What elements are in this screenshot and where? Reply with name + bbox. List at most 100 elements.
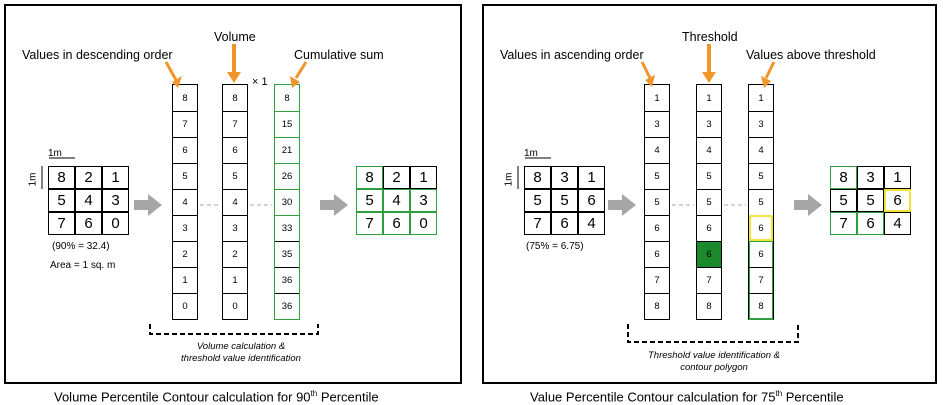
grid-cell: 6: [75, 212, 102, 235]
column-cell: 5: [697, 163, 721, 189]
grid-cell: 4: [383, 189, 410, 212]
grid-cell: 5: [356, 189, 383, 212]
column-cell: 6: [173, 137, 197, 163]
column-cell: 0: [173, 293, 197, 319]
column-cell: 2: [173, 241, 197, 267]
column-cell: 36: [275, 293, 299, 319]
column-cell: 26: [275, 163, 299, 189]
column-cell: 15: [275, 111, 299, 137]
grid-cell: 5: [48, 189, 75, 212]
grid-cell: 4: [578, 212, 605, 235]
column-cell: 6: [749, 215, 773, 241]
grid-cell: 7: [830, 212, 857, 235]
orange-arrow-sorted: [164, 61, 178, 81]
bracket-caption-line-2: threshold value identification: [181, 353, 301, 364]
column-cell: 6: [645, 215, 669, 241]
grid-cell: 2: [75, 166, 102, 189]
grid-cell: 7: [356, 212, 383, 235]
column-cell: 6: [697, 215, 721, 241]
value-percentile-panel: Values in ascending order Threshold Valu…: [482, 4, 937, 384]
label-volume: Volume: [214, 30, 256, 44]
label-multiplier: × 1: [252, 76, 268, 88]
grid-cell: 6: [884, 189, 911, 212]
orange-arrow-cumulative: [294, 61, 308, 79]
percentile-note: (90% = 32.4): [52, 241, 110, 252]
grid-cell: 0: [410, 212, 437, 235]
column-cell: 2: [223, 241, 247, 267]
grid-cell: 1: [884, 166, 911, 189]
left-annotations: [41, 44, 348, 335]
area-note: Area = 1 sq. m: [50, 260, 116, 271]
column-cell: 7: [223, 111, 247, 137]
column-cell: 8: [749, 293, 773, 319]
column-cell: 1: [654, 92, 660, 104]
orange-arrow-above: [764, 61, 776, 79]
grid-cell: 3: [551, 166, 578, 189]
column-cell: 6: [749, 241, 773, 267]
label-threshold: Threshold: [682, 30, 738, 44]
volume-percentile-panel: Values in descending order Volume Cumula…: [4, 4, 462, 384]
grid-cell: 5: [830, 189, 857, 212]
grid-cell: 8: [48, 166, 75, 189]
grid-cell: 5: [857, 189, 884, 212]
bracket-caption: Threshold value identification & contour…: [614, 350, 814, 374]
column-cell: 5: [749, 163, 773, 189]
label-above-threshold: Values above threshold: [746, 48, 876, 62]
orange-arrow-sorted: [640, 61, 652, 79]
grid-cell: 4: [884, 212, 911, 235]
column-cell: 3: [645, 111, 669, 137]
bracket-caption-line-2: contour polygon: [680, 362, 748, 373]
grid-cell: 1: [102, 166, 129, 189]
grid-cell: 0: [102, 212, 129, 235]
column-cell: 3: [697, 111, 721, 137]
column-cell: 21: [275, 137, 299, 163]
scale-label: 1m: [48, 148, 62, 159]
label-descending: Values in descending order: [22, 48, 173, 62]
grid-cell: 4: [75, 189, 102, 212]
column-cell: 4: [645, 137, 669, 163]
grid-cell: 1: [578, 166, 605, 189]
grid-cell: 8: [830, 166, 857, 189]
column-cell: 3: [223, 215, 247, 241]
column-cell: 5: [223, 163, 247, 189]
grid-cell: 8: [356, 166, 383, 189]
caption-volume-percentile: Volume Percentile Contour calculation fo…: [54, 389, 379, 405]
column-cell: 1: [706, 92, 712, 104]
orange-arrowhead-volume: [227, 72, 241, 83]
column-cell: 4: [697, 137, 721, 163]
grid-cell: 1: [410, 166, 437, 189]
column-cell: 5: [697, 189, 721, 215]
right-annotations: [517, 44, 822, 343]
column-cell: 8: [232, 92, 238, 104]
column-cell: 33: [275, 215, 299, 241]
orange-arrowhead-cumulative: [290, 76, 300, 88]
column-cell: 7: [749, 267, 773, 293]
grid-cell: 7: [524, 212, 551, 235]
grid-cell: 3: [102, 189, 129, 212]
bracket-caption: Volume calculation & threshold value ide…: [136, 341, 346, 365]
orange-arrowhead-sorted: [645, 75, 655, 87]
gray-arrow-1: [608, 194, 636, 216]
column-cell: 3: [173, 215, 197, 241]
column-cell: 35: [275, 241, 299, 267]
column-cell: 8: [697, 293, 721, 319]
orange-arrowhead-above: [761, 76, 771, 88]
gray-arrow-2: [320, 194, 348, 216]
grid-cell: 6: [383, 212, 410, 235]
column-cell: 3: [749, 111, 773, 137]
bracket-caption-line-1: Threshold value identification &: [647, 350, 781, 361]
column-cell: 7: [645, 267, 669, 293]
grid-cell: 3: [410, 189, 437, 212]
grid-cell: 6: [857, 212, 884, 235]
column-cell: 5: [173, 163, 197, 189]
gray-arrow-1: [134, 194, 162, 216]
dashed-bracket: [149, 324, 319, 335]
column-cell: 4: [749, 137, 773, 163]
grid-cell: 3: [857, 166, 884, 189]
grid-cell: 6: [578, 189, 605, 212]
column-cell: 4: [223, 189, 247, 215]
